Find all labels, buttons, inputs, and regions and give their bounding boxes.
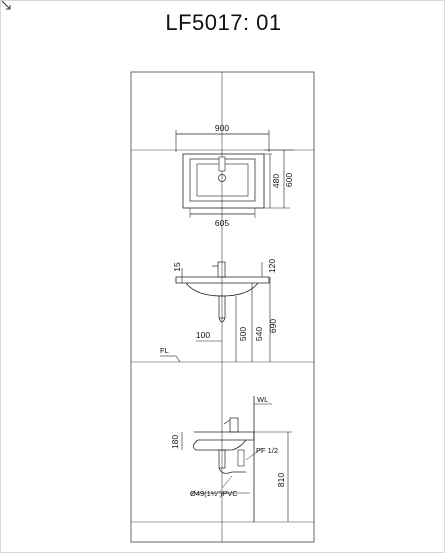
pipe-label: Ø49(1½")PVC	[190, 489, 238, 498]
dim-depth-inner: 480	[271, 174, 281, 188]
angle-valve	[237, 449, 245, 467]
front-view: 15 120 100 500 540 690 FL	[160, 259, 278, 363]
drain-icon	[218, 174, 226, 182]
dim-rim: 15	[172, 262, 182, 272]
page-title: LF5017: 01	[165, 10, 282, 35]
dim-depth: 180	[170, 435, 180, 449]
drain-pipe	[218, 449, 226, 469]
corner-arrow-icon	[1, 0, 11, 10]
sheet-border	[130, 71, 315, 543]
dim-height: 810	[276, 473, 286, 487]
dim-width: 900	[215, 123, 229, 133]
dim-basin: 605	[215, 218, 229, 228]
dim-h2: 540	[254, 327, 264, 341]
faucet-icon	[217, 261, 226, 278]
drain-pipe	[218, 295, 226, 319]
dim-depth-outer: 600	[284, 173, 294, 187]
faucet-icon	[229, 417, 239, 433]
pf-label: PF 1/2	[256, 446, 278, 455]
dim-drain-offset: 100	[196, 330, 210, 340]
dim-h3: 690	[268, 319, 278, 333]
side-view: WL 180 PF 1/2 810 Ø49(1½")PVC	[170, 395, 292, 522]
top-view: 900 480 600 605	[175, 123, 294, 228]
sink-side-profile	[193, 431, 255, 451]
p-trap	[218, 467, 246, 474]
dim-h1: 500	[238, 327, 248, 341]
sink-top-outline	[182, 153, 265, 209]
faucet-icon	[218, 156, 226, 172]
floor-label: FL	[160, 346, 169, 355]
sink-profile	[175, 276, 270, 284]
wall-label: WL	[257, 395, 268, 404]
dim-top: 120	[267, 259, 277, 273]
